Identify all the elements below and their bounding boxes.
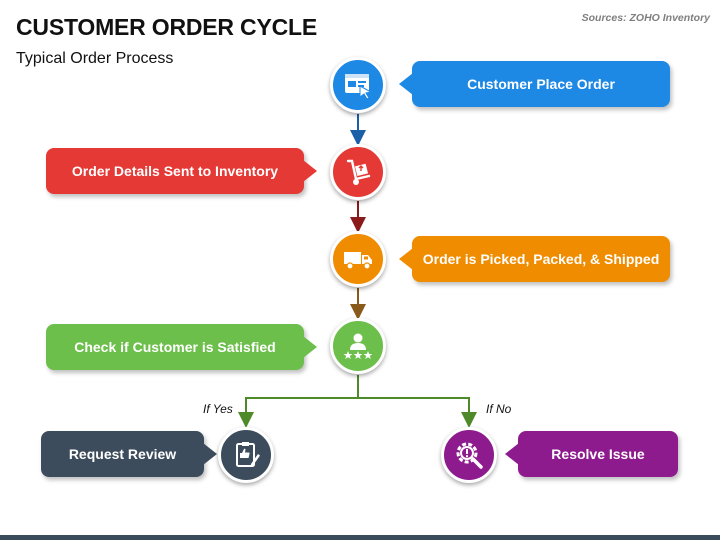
browser-click-icon <box>345 74 373 100</box>
review-callout: Request Review <box>41 431 204 477</box>
page-subtitle: Typical Order Process <box>16 50 174 67</box>
branch-label-yes: If Yes <box>203 402 233 416</box>
hand-truck-box-icon <box>346 159 371 185</box>
step4-callout: Check if Customer is Satisfied <box>46 324 304 370</box>
page-title: CUSTOMER ORDER CYCLE <box>16 14 317 40</box>
resolve-callout: Resolve Issue <box>518 431 678 477</box>
gear-search-icon <box>456 442 483 469</box>
step1-circle <box>330 57 386 113</box>
branch-label-no: If No <box>486 402 512 416</box>
step2-callout: Order Details Sent to Inventory <box>46 148 304 194</box>
step3-callout: Order is Picked, Packed, & Shipped <box>412 236 670 282</box>
step2-circle <box>330 144 386 200</box>
step1-label: Customer Place Order <box>467 76 615 92</box>
step4-circle <box>330 318 386 374</box>
customer-stars-icon <box>343 333 373 359</box>
connector-branch-yes <box>238 375 359 428</box>
review-label: Request Review <box>68 446 177 462</box>
step3-label: Order is Picked, Packed, & Shipped <box>422 251 660 267</box>
step2-label: Order Details Sent to Inventory <box>71 163 279 179</box>
step4-label: Check if Customer is Satisfied <box>74 339 276 355</box>
connector-branch-no <box>358 397 477 428</box>
review-thumbs-up-icon <box>236 442 260 467</box>
review-circle <box>218 427 274 483</box>
delivery-truck-icon <box>344 252 372 270</box>
bottom-bar <box>0 535 720 540</box>
resolve-circle <box>441 427 497 483</box>
source-note: Sources: ZOHO Inventory <box>581 12 710 24</box>
resolve-label: Resolve Issue <box>551 446 645 462</box>
step3-circle <box>330 231 386 287</box>
step1-callout: Customer Place Order <box>412 61 670 107</box>
